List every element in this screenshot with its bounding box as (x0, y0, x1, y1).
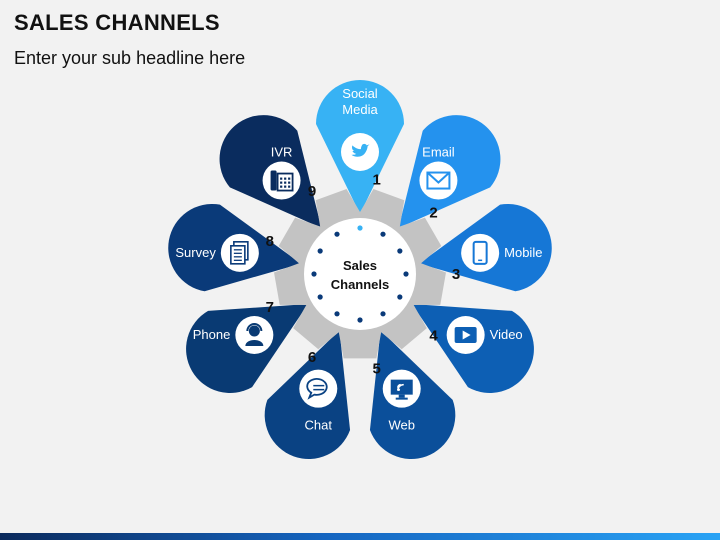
page-subtitle: Enter your sub headline here (14, 48, 246, 68)
channel-label: IVR (271, 145, 293, 160)
channel-number: 2 (429, 204, 437, 221)
icon-badge (262, 161, 301, 200)
desk-phone-icon (262, 161, 301, 200)
icon-badge (461, 233, 500, 272)
icon-badge (419, 161, 458, 200)
person-headset-icon (235, 316, 274, 354)
hub-dot (403, 271, 409, 277)
channel-number: 3 (452, 266, 460, 283)
page-title: SALES CHANNELS (14, 10, 220, 35)
hub-dot (380, 311, 386, 317)
channel-label: Media (342, 102, 378, 117)
channel-label: Phone (193, 327, 231, 342)
icon-badge (299, 369, 338, 408)
channel-label: Email (422, 145, 455, 160)
channel-label: Video (490, 327, 523, 342)
hub-dot (397, 294, 403, 300)
channel-number: 6 (308, 349, 316, 366)
channel-label: Chat (305, 418, 333, 433)
hub-dot (397, 248, 403, 254)
chat-bubble-icon (299, 369, 338, 408)
number-group: 1 2 3 4 5 6 7 8 9 (266, 171, 461, 377)
survey-document-icon (220, 233, 259, 272)
hub-dot (357, 317, 363, 323)
hub-dot (317, 294, 323, 300)
footer-gradient-bar (0, 533, 720, 540)
channel-label: Web (388, 418, 415, 433)
hub-dot (317, 248, 323, 254)
hub-dot (380, 231, 386, 237)
channel-number: 4 (429, 328, 438, 345)
channel-label: Mobile (504, 245, 542, 260)
channel-label: Survey (175, 245, 216, 260)
hub-circle (304, 218, 416, 330)
hub-dot (357, 225, 363, 231)
hub-dot (334, 231, 340, 237)
center-title-line1: Sales (343, 258, 377, 273)
channel-number: 7 (266, 299, 274, 316)
channel-label: Social (342, 86, 378, 101)
hub-dot (311, 271, 317, 277)
twitter-icon (341, 133, 379, 171)
channel-number: 5 (372, 361, 380, 378)
center-title-line2: Channels (331, 277, 390, 292)
hub-dot (334, 311, 340, 317)
web-monitor-icon (382, 369, 421, 408)
channel-number: 8 (266, 233, 274, 250)
icon-group (220, 133, 500, 408)
video-play-icon (446, 316, 485, 354)
mobile-phone-icon (461, 233, 500, 272)
envelope-icon (419, 161, 458, 200)
channel-number: 1 (372, 171, 380, 188)
channel-number: 9 (308, 183, 316, 200)
